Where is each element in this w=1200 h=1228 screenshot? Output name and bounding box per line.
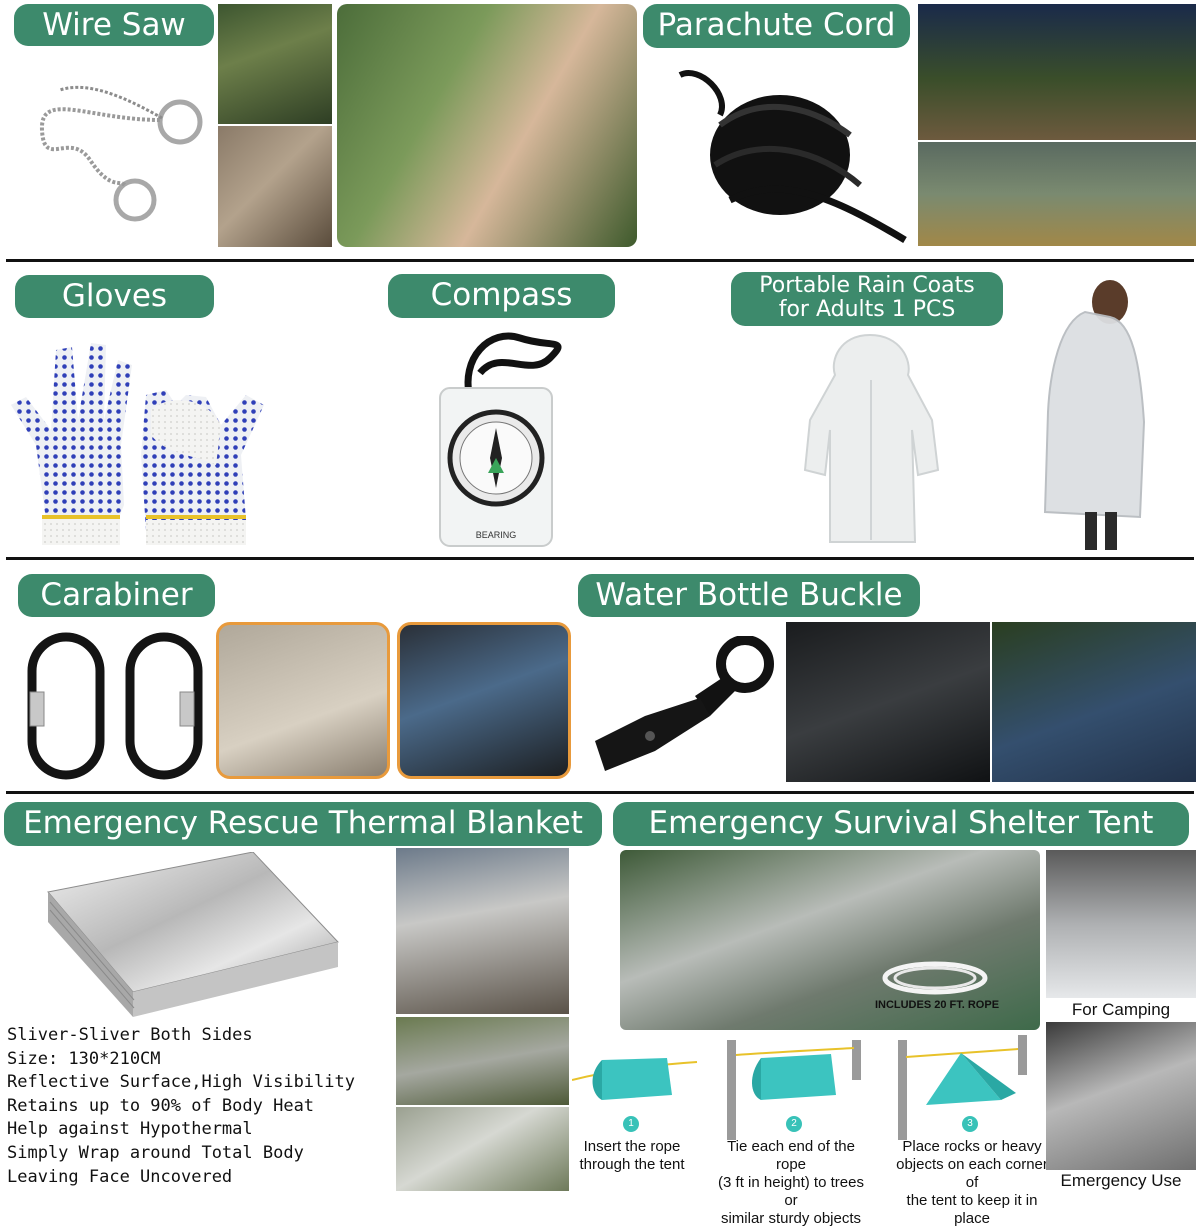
rain-coats-label: Portable Rain Coats for Adults 1 PCS <box>731 272 1003 326</box>
wire-saw-label: Wire Saw <box>14 4 214 46</box>
wire-saw-image <box>39 85 203 222</box>
blanket-photo-ground <box>396 1107 569 1191</box>
tent-photo-emergency <box>1046 1022 1196 1170</box>
wire-saw-photo-log-cut <box>218 126 332 247</box>
carabiner-photo-case <box>397 622 571 779</box>
tent-step-2-number: 2 <box>786 1116 802 1132</box>
shelter-tent-label: Emergency Survival Shelter Tent <box>613 802 1189 846</box>
rain-coats-label-line2: for Adults 1 PCS <box>778 297 956 322</box>
tent-step-2-illustration <box>736 1047 854 1100</box>
rain-coats-label-line1: Portable Rain Coats <box>759 273 975 298</box>
tent-step-1-number: 1 <box>623 1116 639 1132</box>
wire-saw-photo-log-top <box>218 4 332 124</box>
buckle-photo-backpack <box>786 622 990 782</box>
row-divider-1 <box>6 259 1194 262</box>
tent-step-3-caption: Place rocks or heavy objects on each cor… <box>892 1138 1052 1228</box>
raincoat-image <box>803 333 940 543</box>
tent-step-3-pole-right <box>1018 1035 1027 1075</box>
thermal-blanket-label: Emergency Rescue Thermal Blanket <box>4 802 602 846</box>
tent-step-3-line3: the tent to keep it in place <box>906 1192 1038 1227</box>
gloves-image <box>11 343 264 545</box>
tent-step-2-line1: Tie each end of the rope <box>727 1138 855 1173</box>
tent-step-3-pole-left <box>898 1040 907 1140</box>
tent-step-2-pole-right <box>852 1040 861 1080</box>
tent-photo-camping <box>1046 850 1196 998</box>
tent-step-1-illustration <box>572 1058 698 1100</box>
tent-step-2-pole-left <box>727 1040 736 1140</box>
tent-step-3-illustration <box>906 1048 1019 1105</box>
tent-rope-note: INCLUDES 20 FT. ROPE <box>874 999 1000 1011</box>
tent-photo-couple <box>620 850 1040 1030</box>
tent-step-1-line2: through the tent <box>579 1156 685 1173</box>
row-divider-3 <box>6 791 1194 794</box>
gloves-label: Gloves <box>15 275 214 318</box>
carabiner-image <box>27 632 203 780</box>
parachute-cord-label: Parachute Cord <box>643 4 910 48</box>
rope-coil-image <box>882 961 988 995</box>
thermal-blanket-image <box>47 852 339 1017</box>
carabiner-photo-keys <box>216 622 390 779</box>
spec-line: Leaving Face Uncovered <box>7 1166 233 1187</box>
blanket-photo-wrapped <box>396 1017 569 1105</box>
tent-step-2-caption: Tie each end of the rope (3 ft in height… <box>716 1138 866 1228</box>
buckle-photo-belt <box>992 622 1196 782</box>
tent-step-3-line2: objects on each corner of <box>896 1156 1048 1191</box>
tent-step-2-line3: similar sturdy objects <box>720 1210 862 1227</box>
usage-caption-camping: For Camping <box>1071 1000 1171 1019</box>
tent-step-2-line2: (3 ft in height) to trees or <box>718 1174 864 1209</box>
compass-label: Compass <box>388 274 615 318</box>
spec-line: Help against Hypothermal <box>7 1119 253 1140</box>
parachute-cord-image <box>678 70 907 244</box>
spec-line: Size: 130*210CM <box>7 1048 161 1069</box>
spec-line: Sliver-Sliver Both Sides <box>7 1025 253 1045</box>
carabiner-label: Carabiner <box>18 574 215 617</box>
wire-saw-photo-bow-saw <box>337 4 637 247</box>
usage-caption-emergency: Emergency Use <box>1060 1171 1182 1190</box>
compass-bearing-text: BEARING <box>476 530 517 540</box>
blanket-photo-marathon <box>396 848 569 1014</box>
water-bottle-buckle-image <box>595 636 774 771</box>
row-divider-2 <box>6 557 1194 560</box>
spec-line: Reflective Surface,High Visibility <box>7 1072 355 1093</box>
raincoat-person-image <box>1043 280 1146 550</box>
compass-image: BEARING <box>439 332 562 547</box>
water-bottle-buckle-label: Water Bottle Buckle <box>578 574 920 617</box>
tent-step-3-number: 3 <box>962 1116 978 1132</box>
spec-line: Retains up to 90% of Body Heat <box>7 1095 315 1116</box>
tent-step-1-line1: Insert the rope <box>583 1138 681 1155</box>
cord-photo-tent <box>918 142 1196 246</box>
tent-step-3-line1: Place rocks or heavy <box>902 1138 1042 1155</box>
tent-step-1-caption: Insert the rope through the tent <box>572 1138 692 1174</box>
spec-line: Simply Wrap around Total Body <box>7 1142 304 1163</box>
cord-photo-clothesline <box>918 4 1196 140</box>
